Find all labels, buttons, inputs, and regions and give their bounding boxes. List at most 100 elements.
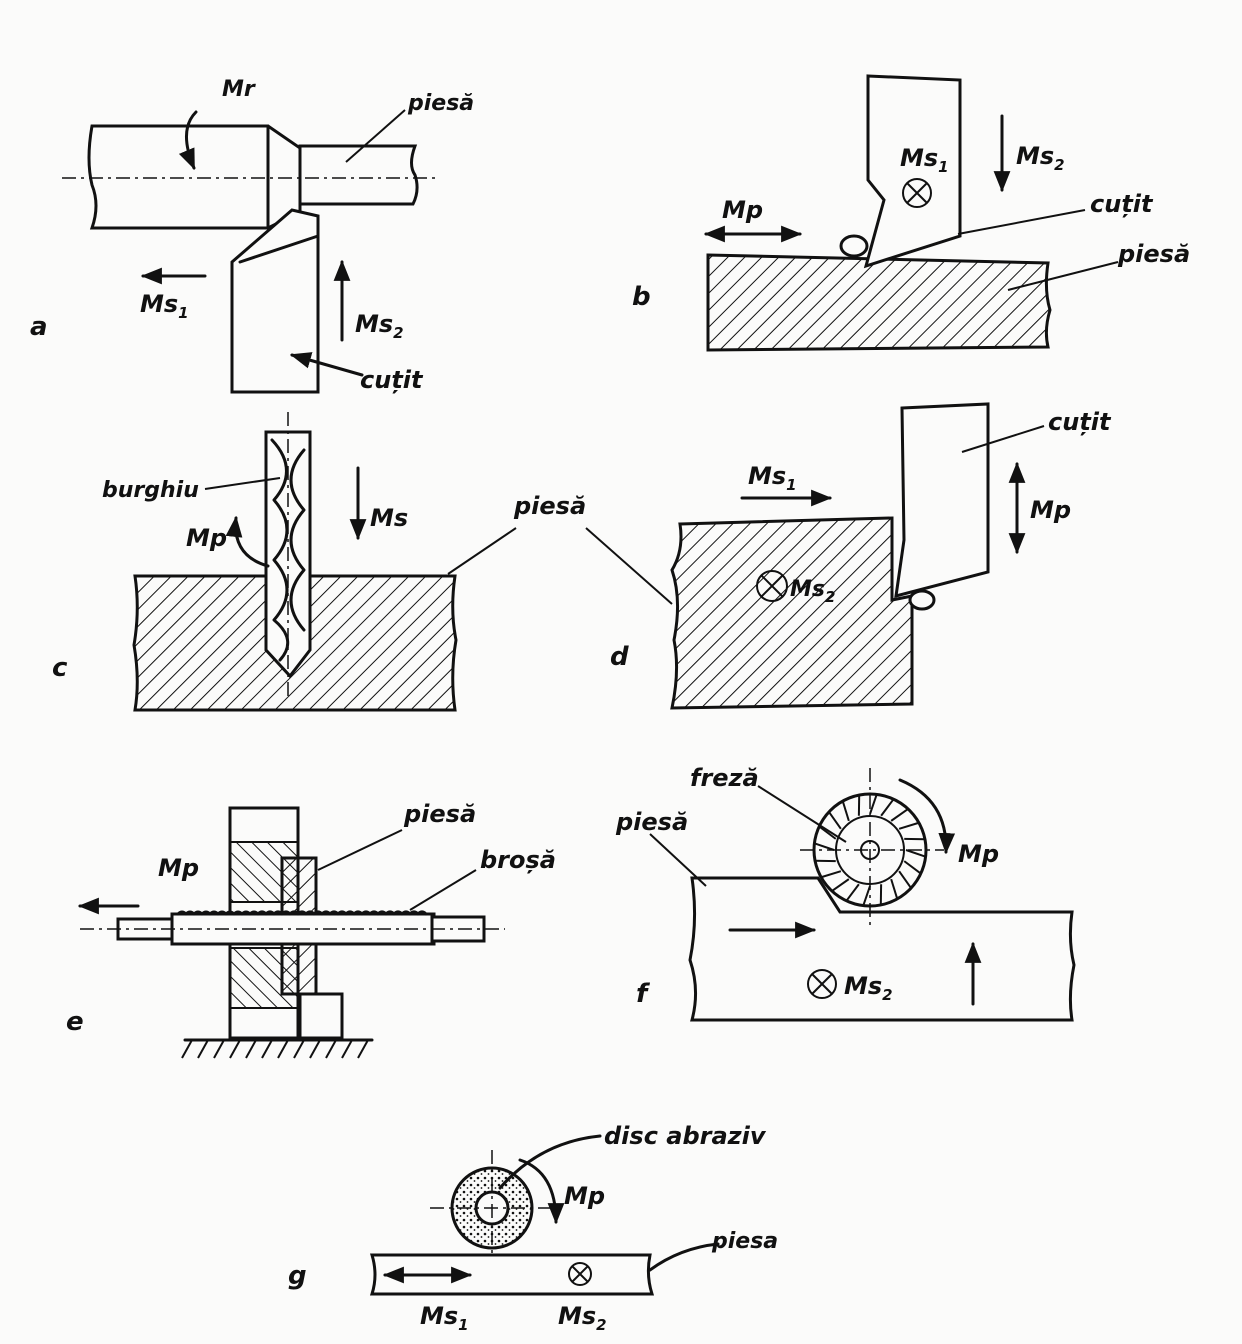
label-freza: freză	[690, 764, 759, 792]
label-ms1: Ms1	[140, 290, 189, 322]
letter-e: e	[66, 1007, 84, 1037]
letter-g: g	[288, 1261, 307, 1291]
cutter-tooth	[890, 878, 899, 900]
chip-d	[908, 589, 936, 611]
letter-f: f	[636, 979, 651, 1009]
label-ms2-f: Ms2	[844, 972, 893, 1004]
label-ms2-b: Ms2	[1016, 142, 1065, 174]
label-burghiu: burghiu	[102, 478, 199, 503]
panel-f-milling: freză piesă Mp Ms2 f	[615, 764, 1076, 1022]
label-cutit: cuțit	[360, 366, 424, 394]
ms1-cross-circle	[902, 178, 932, 208]
label-ms1-g: Ms1	[420, 1302, 469, 1334]
mp-arrow-f	[898, 778, 956, 855]
label-mp-f: Mp	[958, 840, 999, 868]
brosa-leader	[409, 869, 477, 911]
disc-leader	[498, 1134, 602, 1190]
label-brosa: broșă	[480, 846, 556, 874]
piesa-leader-e	[317, 829, 403, 871]
cutit-leader-d	[961, 425, 1045, 453]
piesa-leader-d	[585, 527, 673, 605]
label-ms2-d: Ms2	[790, 577, 835, 606]
label-ms-c: Ms	[370, 504, 408, 532]
label-mp-b: Mp	[722, 196, 763, 224]
turned-workpiece	[298, 144, 419, 206]
letter-b: b	[632, 282, 651, 312]
label-piesa-c: piesă	[513, 492, 586, 520]
panel-a-turning: Mr piesă Ms1 Ms2 cuțit a	[30, 77, 474, 394]
workpiece-f	[688, 876, 1076, 1022]
cutter-tooth	[814, 842, 835, 851]
label-piesa-e: piesă	[403, 800, 476, 828]
milling-cutter-teeth	[814, 794, 926, 906]
cutit-leader	[289, 352, 364, 377]
mp-rotation-arrow	[178, 110, 198, 170]
mp-arrow-c	[225, 515, 270, 568]
cutter-tooth	[862, 885, 871, 906]
label-disc: disc abraziv	[604, 1122, 767, 1150]
cutter-tooth	[845, 883, 860, 902]
piesa-leader-b	[1007, 261, 1119, 291]
letter-d: d	[610, 642, 629, 672]
freza-leader	[757, 785, 847, 843]
panel-g-grinding: disc abraziv Mp piesa Ms1 Ms2 g	[288, 1122, 778, 1334]
letter-c: c	[52, 653, 68, 683]
cutter-tooth	[831, 878, 850, 892]
piesa-leader-g	[648, 1242, 720, 1272]
label-piesa: piesă	[407, 91, 474, 116]
cutter-tooth	[828, 811, 842, 830]
cutter-tooth	[818, 825, 837, 840]
label-cutit-d: cuțit	[1048, 408, 1112, 436]
slotting-tool	[894, 402, 990, 599]
label-ms1-b: Ms1	[900, 144, 949, 176]
workpiece-d	[670, 516, 914, 710]
ms2-cross-circle-f	[807, 969, 837, 999]
panel-e-broaching: Mp piesă broșă e	[66, 800, 556, 1059]
cutter-tooth	[820, 870, 842, 879]
label-mp-d: Mp	[1030, 496, 1071, 524]
label-ms2-g: Ms2	[558, 1302, 607, 1334]
label-piesa-g: piesa	[711, 1229, 778, 1254]
lathe-chuck-workpiece	[87, 124, 302, 230]
lathe-tool	[230, 208, 320, 394]
cutter-tooth	[880, 798, 895, 817]
broach-teeth	[176, 910, 428, 916]
cutter-tooth	[903, 860, 922, 875]
piesa-leader-c	[447, 527, 517, 575]
piesa-leader-f	[649, 833, 707, 887]
chip-b	[839, 234, 869, 258]
drill-flute-1	[270, 438, 290, 662]
ms2-cross-circle-g	[568, 1262, 592, 1286]
tool-rake-face	[238, 234, 320, 264]
letter-a: a	[30, 312, 48, 342]
base-hatching	[181, 1039, 369, 1059]
shaper-tool	[863, 74, 962, 269]
label-mp: Mr	[222, 77, 256, 102]
label-mp-c: Mp	[186, 524, 227, 552]
workpiece-b	[706, 253, 1052, 352]
label-mp-g: Mp	[564, 1182, 605, 1210]
cutter-tooth	[898, 821, 920, 830]
label-piesa-b: piesă	[1117, 240, 1190, 268]
fixture-right	[298, 992, 344, 1040]
panel-c-drilling: burghiu Ms Mp piesă c	[52, 412, 673, 712]
cutter-tooth	[905, 849, 926, 858]
label-piesa-f: piesă	[615, 808, 688, 836]
panel-b-shaping: Ms1 Ms2 Mp cuțit piesă b	[632, 74, 1190, 352]
piesa-leader	[345, 109, 406, 163]
label-cutit-b: cuțit	[1090, 190, 1154, 218]
label-ms2: Ms2	[355, 310, 404, 342]
burghiu-leader	[204, 477, 281, 490]
label-mp-e: Mp	[158, 854, 199, 882]
cutter-tooth	[869, 794, 878, 815]
cutit-leader-b	[957, 209, 1086, 235]
drill-flute-2	[289, 448, 306, 632]
panel-d-slotting: cuțit Ms1 Mp Ms2 d	[610, 402, 1112, 710]
cutter-tooth	[890, 808, 909, 822]
label-ms1-d: Ms1	[748, 462, 797, 494]
ms2-cross-circle-d	[756, 570, 788, 602]
cutter-tooth	[898, 870, 912, 889]
cutter-tooth	[841, 800, 850, 822]
